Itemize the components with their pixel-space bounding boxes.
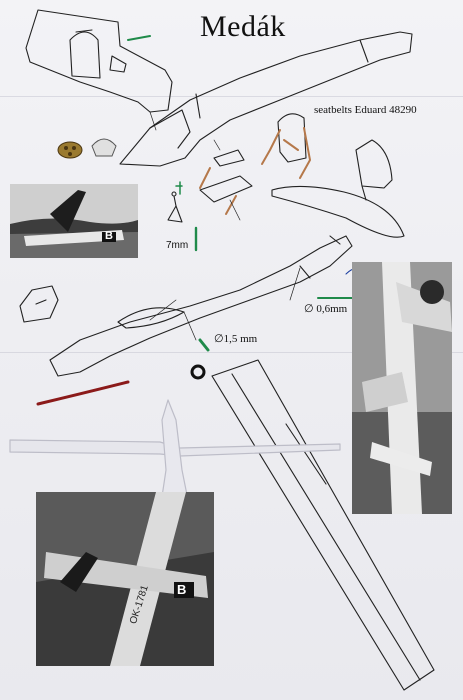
glider-photo-bottom: B OK-1781 bbox=[36, 492, 214, 666]
wheel-part bbox=[190, 364, 206, 380]
skid-part bbox=[36, 380, 130, 406]
glider-photo-right bbox=[352, 262, 452, 514]
glider-photo-top: B bbox=[10, 184, 138, 258]
cockpit-canopy-drawing bbox=[25, 9, 173, 113]
paper-crease bbox=[0, 96, 463, 97]
bar-height-label: 7mm bbox=[166, 240, 189, 251]
glider-planview-silhouette bbox=[9, 399, 341, 521]
rudder-pedals-drawing bbox=[167, 167, 253, 223]
assembly-leader-lines bbox=[149, 111, 301, 341]
fuselage-side-top-drawing bbox=[119, 31, 413, 167]
photo-code-top: B bbox=[105, 230, 113, 242]
main-wing-drawing bbox=[211, 359, 435, 691]
tailplane-drawing bbox=[271, 185, 405, 238]
vertical-fin-drawing bbox=[355, 139, 393, 201]
seat-harness-drawing bbox=[213, 113, 311, 179]
photo-code-bottom: B bbox=[177, 582, 187, 597]
fuselage-side-long-drawing bbox=[49, 235, 361, 377]
headrest-icon bbox=[91, 138, 117, 157]
seatbelts-note: seatbelts Eduard 48290 bbox=[314, 104, 417, 116]
sheet-title: Medák bbox=[200, 10, 286, 43]
paper-crease bbox=[0, 352, 463, 353]
rod-diameter-label-1: ∅ 0,6mm bbox=[304, 303, 348, 315]
rod-diameter-label-2: ∅1,5 mm bbox=[214, 333, 258, 345]
small-canopy-drawing bbox=[19, 285, 59, 323]
seat-cushion-icon bbox=[57, 141, 83, 159]
rod-piece bbox=[198, 338, 210, 352]
